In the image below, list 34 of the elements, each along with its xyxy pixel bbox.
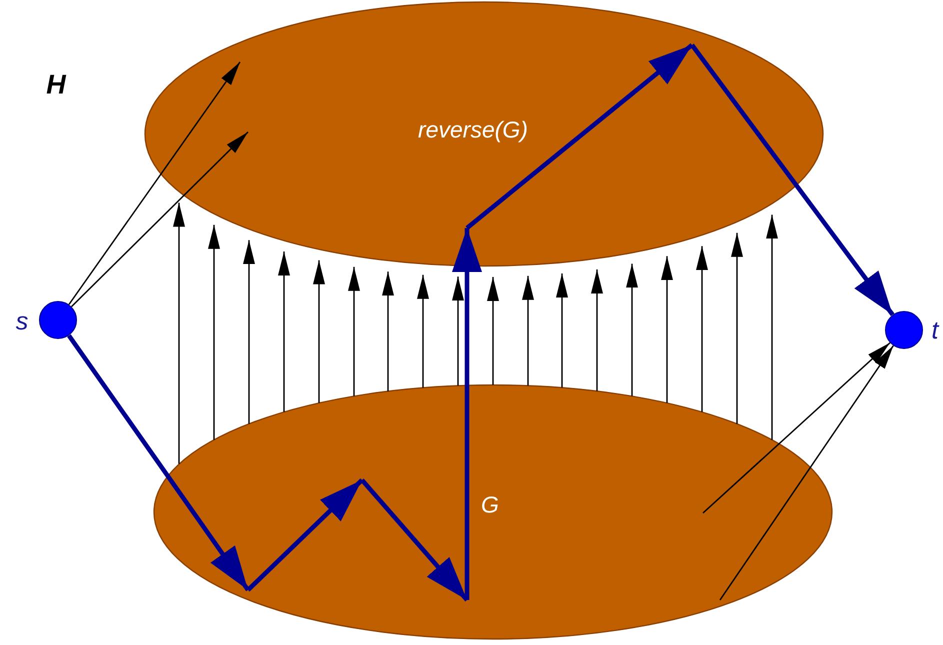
- arrow: [719, 345, 894, 600]
- arrow: [690, 44, 894, 316]
- graph-name-label: H: [46, 70, 66, 100]
- arrow: [382, 272, 394, 392]
- vertex-circle: [39, 301, 77, 339]
- vertex-label: t: [932, 316, 938, 346]
- arrow: [348, 266, 360, 396]
- arrow: [67, 334, 250, 592]
- graph-ellipse: [144, 1, 824, 267]
- arrow: [243, 240, 255, 424]
- arrow: [71, 132, 248, 308]
- arrow: [452, 228, 482, 600]
- arrow: [661, 256, 673, 404]
- arrow: [173, 202, 185, 464]
- arrow: [208, 224, 220, 440]
- arrow: [68, 62, 241, 305]
- vertex-label: s: [16, 308, 28, 336]
- arrow: [417, 274, 429, 388]
- arrow: [696, 246, 708, 412]
- arrow: [487, 276, 499, 385]
- vertex-circle: [885, 311, 923, 349]
- arrow: [522, 276, 534, 386]
- graph-ellipse: [153, 384, 833, 640]
- arrow: [278, 252, 290, 412]
- arrow: [591, 269, 603, 392]
- graph-label: reverse(G): [418, 116, 528, 144]
- arrow: [556, 273, 568, 388]
- arrow: [766, 214, 778, 440]
- arrow: [702, 342, 890, 514]
- arrow: [313, 260, 325, 404]
- arrow: [452, 276, 464, 386]
- graph-label: G: [481, 492, 499, 518]
- arrow: [626, 264, 638, 396]
- arrow: [731, 232, 743, 424]
